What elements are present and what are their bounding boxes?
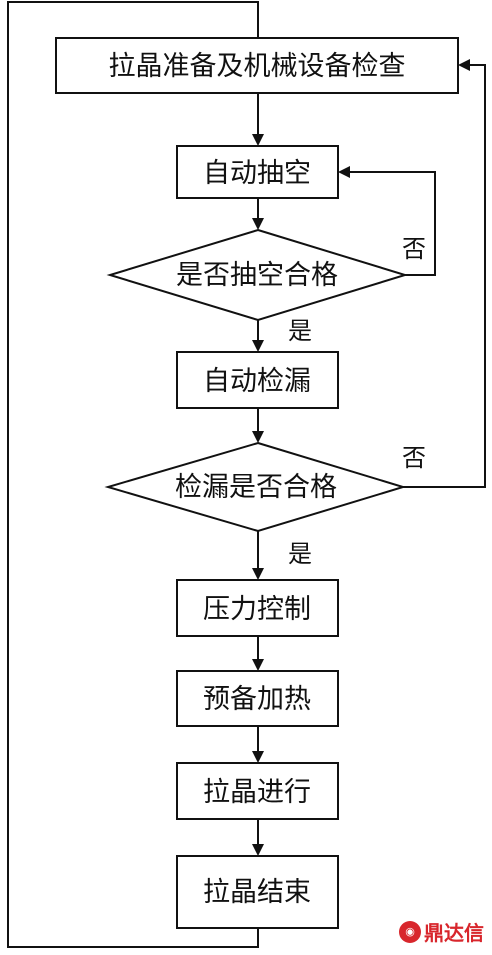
arrow-to-vacuum-check [252,218,264,230]
step-end-label: 拉晶结束 [203,877,311,908]
arrow-to-leak-check [252,431,264,443]
step-pressure-box [176,579,339,637]
arrow-to-pressure [252,568,264,580]
step-end-box [176,855,339,929]
arrow-to-pulling [252,751,264,763]
arrow-back-to-prep [458,59,470,71]
arrow-to-leak [252,340,264,352]
decision-leak-check-label: 检漏是否合格 [175,472,337,503]
loop-leak-no [403,64,486,488]
yes-label-1: 是 [288,317,312,345]
step-pulling-box [176,762,339,820]
arrow-back-to-vacuum [338,166,350,178]
step-preheat-box [176,670,339,727]
step-pulling-label: 拉晶进行 [203,777,311,808]
watermark-logo-icon: ◉ [399,920,421,943]
step-preheat-label: 预备加热 [203,684,311,715]
yes-label-2: 是 [288,540,312,568]
step-vacuum-box [176,145,339,199]
step-pressure-label: 压力控制 [203,594,311,625]
step-prep-label: 拉晶准备及机械设备检查 [109,51,406,82]
no-label-1: 否 [402,235,426,263]
watermark: ◉ 鼎达信 [399,917,484,946]
decision-vacuum-check-label: 是否抽空合格 [176,260,338,291]
step-vacuum-label: 自动抽空 [203,158,311,189]
loop-vacuum-no [348,171,436,276]
step-leak-box [176,351,339,409]
arrow-to-preheat [252,659,264,671]
step-leak-label: 自动检漏 [203,366,311,397]
arrow-to-vacuum [252,134,264,146]
no-label-2: 否 [402,444,426,472]
loop-line-left [7,1,259,948]
arrow-to-end [252,844,264,856]
watermark-text: 鼎达信 [424,921,484,945]
